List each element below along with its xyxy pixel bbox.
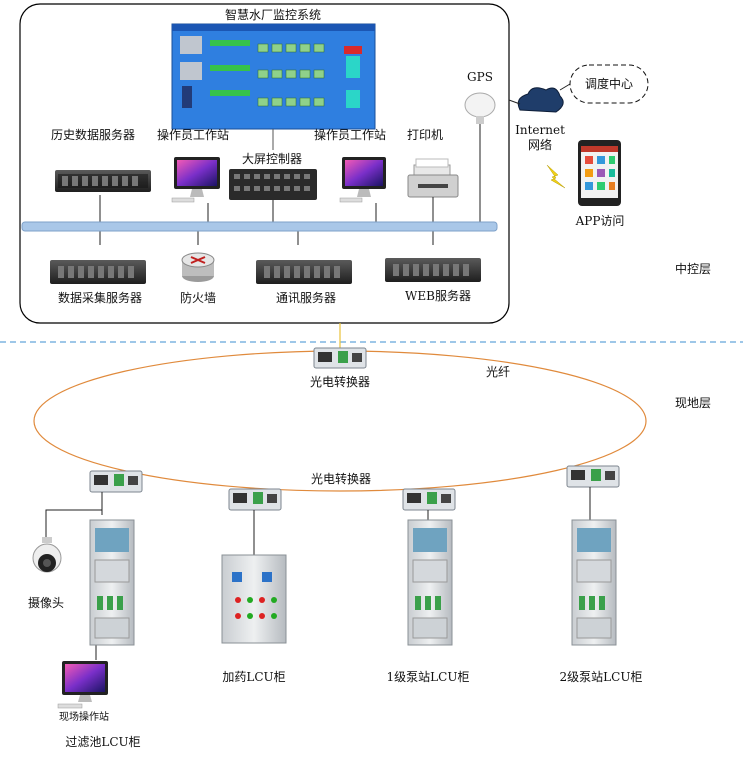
- gps-antenna-icon: [464, 92, 496, 124]
- big-screen-controller-icon: [229, 169, 317, 200]
- web-server-icon: [385, 258, 481, 282]
- web-server-label: WEB服务器: [405, 289, 471, 303]
- converter-pump2-icon: [566, 465, 620, 488]
- field-station-icon: [57, 661, 108, 709]
- converter-top-icon: [313, 347, 367, 369]
- dosing-lcu-label: 加药LCU柜: [222, 670, 286, 684]
- field-layer-label: 现地层: [674, 396, 712, 410]
- filter-lcu-cabinet-icon: [89, 519, 135, 646]
- phone-app-icon: [578, 140, 621, 206]
- scada-screen: [171, 23, 376, 130]
- filter-lcu-label: 过滤池LCU柜: [65, 735, 141, 749]
- dispatch-center-label: 调度中心: [584, 77, 634, 91]
- operator-ws-2-label: 操作员工作站: [313, 128, 387, 142]
- printer-icon: [407, 158, 459, 198]
- data-collection-server-icon: [50, 260, 146, 284]
- converter-mid-label: 光电转换器: [310, 472, 372, 486]
- comm-server-label: 通讯服务器: [275, 291, 337, 305]
- dosing-lcu-cabinet-icon: [221, 554, 287, 644]
- camera-label: 摄像头: [27, 596, 65, 610]
- history-server-label: 历史数据服务器: [50, 128, 136, 142]
- lightning-icon: [546, 164, 566, 189]
- field-station-label: 现场操作站: [59, 712, 109, 723]
- pump2-lcu-cabinet-icon: [571, 519, 617, 646]
- firewall-icon: [181, 252, 215, 282]
- firewall-label: 防火墙: [179, 291, 217, 305]
- big-screen-label: 大屏控制器: [241, 152, 303, 166]
- pump2-lcu-label: 2级泵站LCU柜: [559, 670, 643, 684]
- control-layer-label: 中控层: [674, 262, 712, 276]
- fiber-ring: [33, 350, 647, 492]
- history-server-icon: [55, 170, 151, 192]
- converter-top-label: 光电转换器: [309, 375, 371, 389]
- data-collect-server-label: 数据采集服务器: [57, 291, 143, 305]
- pump1-lcu-cabinet-icon: [407, 519, 453, 646]
- operator-ws-1-label: 操作员工作站: [156, 128, 230, 142]
- dispatch-center-shape: [569, 64, 649, 104]
- gps-label: GPS: [467, 70, 493, 84]
- converter-pump1-icon: [402, 488, 456, 511]
- camera-icon: [32, 537, 62, 573]
- internet-cloud-icon: [517, 87, 564, 113]
- network-bus: [21, 221, 498, 232]
- network-label: 网络: [527, 138, 553, 152]
- scada-title: 智慧水厂监控系统: [224, 8, 322, 22]
- app-access-label: APP访问: [575, 214, 625, 228]
- converter-filter-icon: [89, 470, 143, 493]
- control-room-frame: [19, 3, 510, 324]
- internet-label: Internet: [515, 123, 565, 137]
- pump1-lcu-label: 1级泵站LCU柜: [386, 670, 470, 684]
- operator-workstation-2-icon: [339, 157, 386, 203]
- comm-server-icon: [256, 260, 352, 284]
- converter-dosing-icon: [228, 488, 282, 511]
- operator-workstation-1-icon: [171, 157, 220, 203]
- fiber-label: 光纤: [485, 365, 511, 379]
- printer-label: 打印机: [406, 128, 444, 142]
